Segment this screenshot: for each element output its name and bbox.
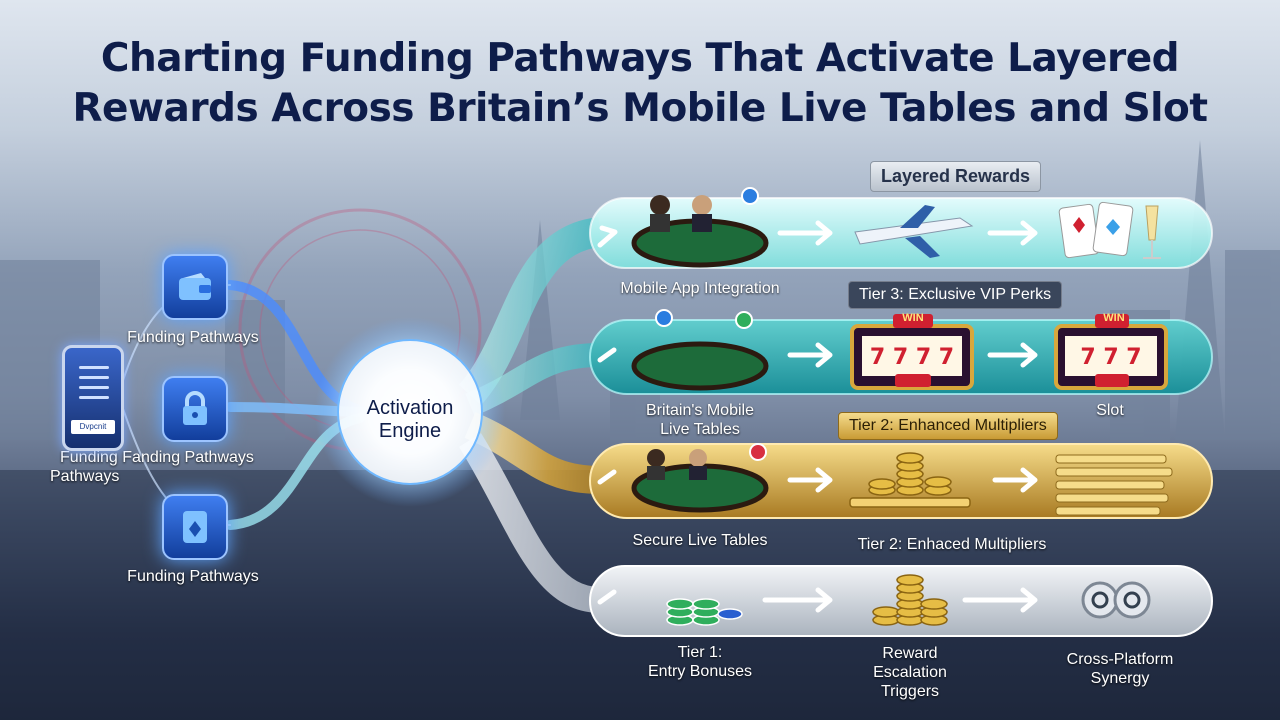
lane2-label-line-1: Britain's Mobile	[610, 401, 790, 420]
slot-machine-icon: 7 7 7	[1056, 314, 1166, 388]
svg-text:7 7 7: 7 7 7	[1080, 345, 1141, 370]
live-table-icon	[634, 449, 766, 510]
reward-line-3: Triggers	[840, 682, 980, 701]
svg-text:7 7 7 7: 7 7 7 7	[870, 345, 954, 370]
playing-cards-icon	[1059, 202, 1134, 258]
win-badge: WIN	[1097, 312, 1131, 324]
secure-live-tables-label: Secure Live Tables	[610, 531, 790, 550]
reward-line-1: Reward	[840, 644, 980, 663]
green-chip-stack-icon	[667, 599, 742, 625]
gold-coin-stack-icon	[850, 453, 970, 507]
gold-coin-stack-icon	[873, 575, 947, 625]
tier-2-label-bottom: Tier 2: Enhaced Multipliers	[842, 535, 1062, 554]
layered-rewards-header: Layered Rewards	[870, 161, 1041, 192]
tier-2-label-top: Tier 2: Enhanced Multipliers	[838, 412, 1058, 440]
lane2-label-line-2: Live Tables	[610, 420, 790, 439]
silver-token-icon	[1083, 583, 1149, 617]
britains-mobile-live-tables-label: Britain's Mobile Live Tables	[610, 401, 790, 439]
mobile-app-integration-label: Mobile App Integration	[600, 279, 800, 298]
live-table-icon	[634, 195, 766, 265]
reward-escalation-label: Reward Escalation Triggers	[840, 644, 980, 701]
cross-line-1: Cross-Platform	[1040, 650, 1200, 669]
tier-1-label: Tier 1: Entry Bonuses	[620, 643, 780, 681]
slot-label: Slot	[1080, 401, 1140, 420]
tier1-line-2: Entry Bonuses	[620, 662, 780, 681]
live-table-icon	[634, 344, 766, 388]
tier1-line-1: Tier 1:	[620, 643, 780, 662]
cross-platform-synergy-label: Cross-Platform Synergy	[1040, 650, 1200, 688]
progress-bars-icon	[1056, 455, 1172, 515]
slot-machine-icon: 7 7 7 7	[852, 314, 972, 388]
cross-line-2: Synergy	[1040, 669, 1200, 688]
airplane-icon	[855, 205, 972, 258]
tier-3-label: Tier 3: Exclusive VIP Perks	[848, 281, 1062, 309]
win-badge: WIN	[895, 312, 931, 324]
champagne-glass-icon	[1143, 206, 1161, 258]
reward-line-2: Escalation	[840, 663, 980, 682]
